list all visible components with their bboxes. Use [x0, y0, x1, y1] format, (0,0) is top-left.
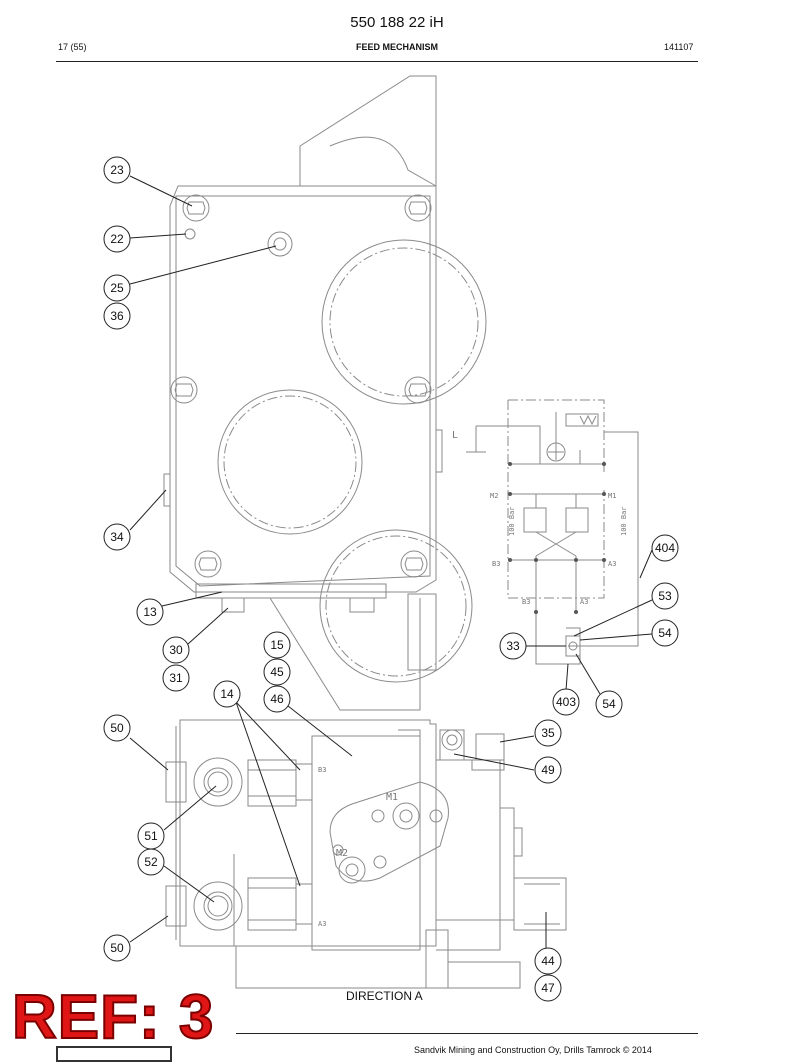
port-l-label: L: [452, 430, 458, 441]
callout-bubble: 30: [162, 636, 190, 664]
callout-bubble: 54: [595, 690, 623, 718]
pressure-right-label: 100 Bar: [620, 506, 628, 536]
svg-text:15: 15: [270, 638, 284, 652]
callout-bubbles: 23 22 25 36 34 13 30 31 15 45 46 14 50 5…: [103, 156, 679, 1002]
svg-text:47: 47: [541, 981, 555, 995]
callout-bubble: 23: [103, 156, 131, 184]
view-direction-label: DIRECTION A: [346, 989, 423, 1003]
svg-text:403: 403: [556, 695, 576, 709]
hydraulic-schematic: L M2 M1 100 Bar 100 Bar B3 A3 B3 A3: [452, 399, 639, 665]
svg-text:44: 44: [541, 954, 555, 968]
leader-lines: [129, 175, 653, 950]
callout-bubble: 15: [263, 631, 291, 659]
svg-text:54: 54: [602, 697, 616, 711]
reference-stamp: REF: 3: [11, 982, 215, 1053]
svg-text:53: 53: [658, 589, 672, 603]
callout-bubble: 44: [534, 947, 562, 975]
port-m2-schematic-label: M2: [490, 492, 498, 500]
port-m2-label: M2: [336, 848, 348, 859]
callout-bubble: 49: [534, 756, 562, 784]
svg-text:36: 36: [110, 309, 124, 323]
port-b3-lower-label: B3: [522, 598, 530, 606]
callout-bubble: 50: [103, 934, 131, 962]
port-a3-lower-label: A3: [580, 598, 588, 606]
port-b3-schematic-label: B3: [492, 560, 500, 568]
company-logo: [56, 1046, 172, 1062]
callout-bubble: 45: [263, 658, 291, 686]
document-date: 141107: [664, 42, 694, 52]
part-number: 550 188 22 iH: [350, 14, 444, 31]
page-title: FEED MECHANISM: [355, 42, 438, 52]
svg-text:45: 45: [270, 665, 284, 679]
svg-text:51: 51: [144, 829, 158, 843]
svg-text:34: 34: [110, 530, 124, 544]
svg-text:25: 25: [110, 281, 124, 295]
housing-bolts: [170, 194, 432, 578]
svg-text:13: 13: [143, 605, 157, 619]
svg-text:22: 22: [110, 232, 124, 246]
svg-text:50: 50: [110, 941, 124, 955]
callout-bubble: 51: [137, 822, 165, 850]
footer-rule: [236, 1033, 698, 1034]
svg-text:30: 30: [169, 643, 183, 657]
port-m1-label: M1: [386, 792, 398, 803]
svg-text:49: 49: [541, 763, 555, 777]
svg-text:50: 50: [110, 721, 124, 735]
svg-text:35: 35: [541, 726, 555, 740]
header-rule: [56, 61, 698, 62]
svg-text:14: 14: [220, 687, 234, 701]
callout-bubble: 403: [552, 688, 580, 716]
callout-bubble: 34: [103, 523, 131, 551]
feed-gearbox-housing: [163, 75, 487, 711]
callout-bubble: 25: [103, 274, 131, 302]
port-m1-schematic-label: M1: [608, 492, 616, 500]
callout-bubble: 52: [137, 848, 165, 876]
svg-text:52: 52: [144, 855, 158, 869]
callout-bubble: 47: [534, 974, 562, 1002]
callout-bubble: 31: [162, 664, 190, 692]
callout-bubble: 36: [103, 302, 131, 330]
port-a3-label: A3: [318, 920, 326, 928]
svg-text:23: 23: [110, 163, 124, 177]
callout-bubble: 33: [499, 632, 527, 660]
callout-bubble: 50: [103, 714, 131, 742]
svg-text:54: 54: [658, 626, 672, 640]
port-a3-schematic-label: A3: [608, 560, 616, 568]
svg-text:46: 46: [270, 692, 284, 706]
callout-bubble: 53: [651, 582, 679, 610]
callout-bubble: 13: [136, 598, 164, 626]
callout-bubble: 35: [534, 719, 562, 747]
pressure-left-label: 100 Bar: [508, 506, 516, 536]
footer-copyright: Sandvik Mining and Construction Oy, Dril…: [414, 1045, 652, 1055]
svg-text:31: 31: [169, 671, 183, 685]
callout-bubble: 46: [263, 685, 291, 713]
valve-block-assembly: B3 A3 M1 M2: [165, 719, 567, 989]
port-b3-label: B3: [318, 766, 326, 774]
svg-text:404: 404: [655, 541, 675, 555]
callout-bubble: 14: [213, 680, 241, 708]
page-number: 17 (55): [58, 42, 87, 52]
callout-bubble: 404: [651, 534, 679, 562]
callout-bubble: 54: [651, 619, 679, 647]
callout-bubble: 22: [103, 225, 131, 253]
svg-text:33: 33: [506, 639, 520, 653]
